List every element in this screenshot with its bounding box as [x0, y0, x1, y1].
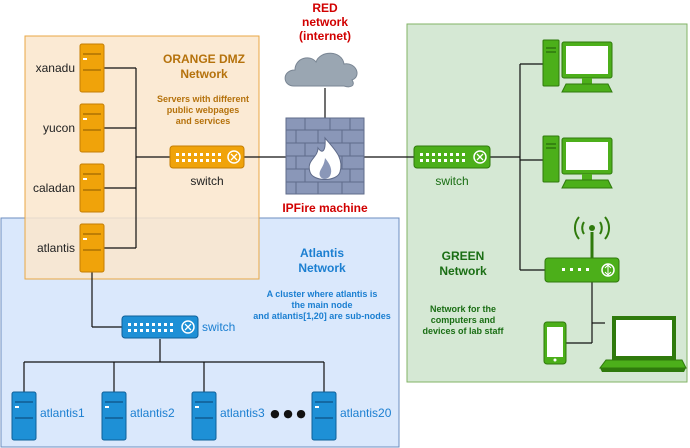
orange-switch-label: switch [190, 174, 223, 188]
orange-description-line2: public webpages [167, 105, 240, 115]
atlantis-network-subtitle: Network [298, 261, 346, 275]
green-description-line1: Network for the [430, 304, 496, 314]
server-label-yucon: yucon [43, 121, 75, 135]
server-label-atlantis: atlantis [37, 241, 75, 255]
wifi-router-icon[interactable] [544, 216, 620, 283]
green-switch-label: switch [435, 174, 468, 188]
orange-network-title: ORANGE DMZ [163, 52, 245, 66]
orange-description-line3: and services [176, 116, 231, 126]
atlantis-description-line3: and atlantis[1,20] are sub-nodes [253, 311, 391, 321]
server-icon[interactable] [101, 391, 127, 441]
server-icon[interactable] [79, 43, 105, 93]
server-icon[interactable] [79, 223, 105, 273]
desktop-computer-icon[interactable] [542, 39, 613, 93]
connection-lines [23, 63, 605, 392]
desktop-computer-icon[interactable] [542, 135, 613, 189]
laptop-icon[interactable] [599, 316, 687, 372]
green-network-subtitle: Network [439, 264, 487, 278]
internet-label-line3: (internet) [299, 29, 351, 43]
orange-network-subtitle: Network [180, 67, 228, 81]
green-description-line2: computers and [431, 315, 496, 325]
node-label-atlantis2: atlantis2 [130, 406, 175, 420]
atlantis-description-line1: A cluster where atlantis is [267, 289, 378, 299]
green-switch-icon[interactable] [413, 145, 491, 169]
server-label-caladan: caladan [33, 181, 75, 195]
orange-description-line1: Servers with different [157, 94, 249, 104]
internet-label-line1: RED [312, 1, 338, 15]
green-description-line3: devices of lab staff [422, 326, 504, 336]
firewall-label: IPFire machine [282, 201, 368, 215]
server-icon[interactable] [79, 163, 105, 213]
internet-cloud-icon [284, 52, 358, 88]
server-icon[interactable] [191, 391, 217, 441]
internet-label-line2: network [302, 15, 348, 29]
atlantis-description-line2: the main node [291, 300, 352, 310]
node-label-atlantis3: atlantis3 [220, 406, 265, 420]
node-label-atlantis20: atlantis20 [340, 406, 392, 420]
server-label-xanadu: xanadu [36, 61, 75, 75]
atlantis-network-title: Atlantis [300, 246, 344, 260]
server-icon[interactable] [311, 391, 337, 441]
node-label-atlantis1: atlantis1 [40, 406, 85, 420]
firewall-icon[interactable] [285, 117, 365, 195]
ellipsis-dots: ● ● ● [270, 407, 306, 420]
atlantis-subnodes [11, 391, 337, 441]
server-icon[interactable] [79, 103, 105, 153]
blue-switch-icon[interactable] [121, 315, 199, 339]
smartphone-icon[interactable] [543, 321, 567, 365]
green-network-title: GREEN [442, 249, 485, 263]
blue-switch-label: switch [202, 320, 235, 334]
orange-switch-icon[interactable] [169, 145, 245, 169]
orange-servers [79, 43, 105, 273]
server-icon[interactable] [11, 391, 37, 441]
